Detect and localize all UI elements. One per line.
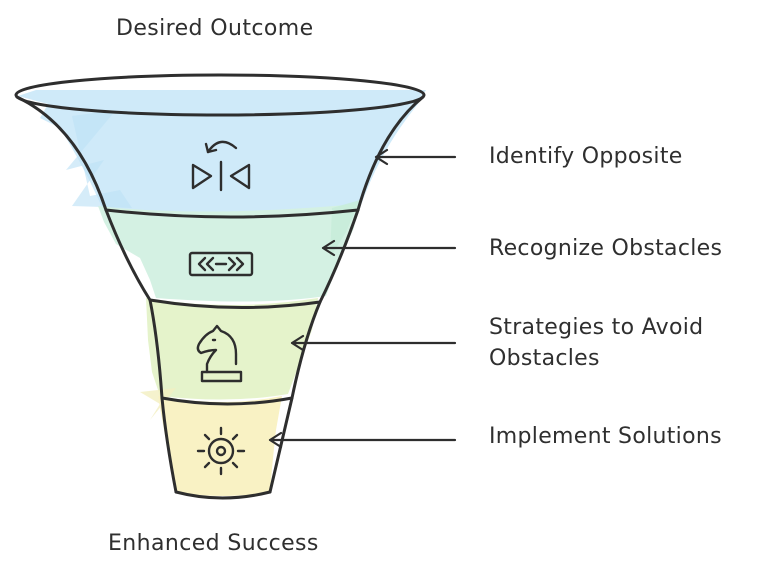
arrow-3: [290, 334, 457, 352]
stage-label-line: Recognize Obstacles: [489, 236, 723, 261]
chess-knight-icon: [196, 324, 243, 383]
stage-label-identify-opposite: Identify Opposite: [489, 141, 683, 172]
stage-1-fill: [18, 90, 426, 215]
chevrons-barrier-icon: [188, 251, 254, 277]
sun-gear-icon: [196, 426, 246, 476]
funnel-left-wall: [15, 95, 178, 494]
stage-2-fill-splash: [330, 200, 360, 258]
top-caption: Desired Outcome: [116, 16, 314, 41]
arrow-4: [268, 431, 457, 449]
arrow-1: [374, 148, 457, 166]
arrow-2: [321, 239, 457, 257]
stage-3-fill-splash: [140, 388, 176, 420]
stage-label-implement-solutions: Implement Solutions: [489, 421, 722, 452]
stage-label-line: Obstacles: [489, 346, 600, 371]
bottom-caption: Enhanced Success: [108, 531, 319, 556]
divider-3: [160, 396, 294, 406]
stage-label-line: Strategies to Avoid: [489, 315, 704, 340]
divider-1: [104, 208, 360, 219]
stage-label-recognize-obstacles: Recognize Obstacles: [489, 233, 722, 264]
stage-3-fill: [146, 298, 318, 400]
funnel-rim: [14, 73, 426, 117]
funnel-outline: [14, 73, 426, 500]
divider-2: [148, 298, 322, 310]
leader-arrows: [268, 148, 457, 449]
stage-label-line: Implement Solutions: [489, 424, 722, 449]
mirror-flip-icon: [191, 140, 251, 192]
stage-label-line: Identify Opposite: [489, 144, 683, 169]
stage-label-strategies: Strategies to Avoid Obstacles: [489, 312, 703, 374]
stage-1-fill-splash: [66, 110, 132, 208]
funnel-bottom: [174, 490, 272, 500]
